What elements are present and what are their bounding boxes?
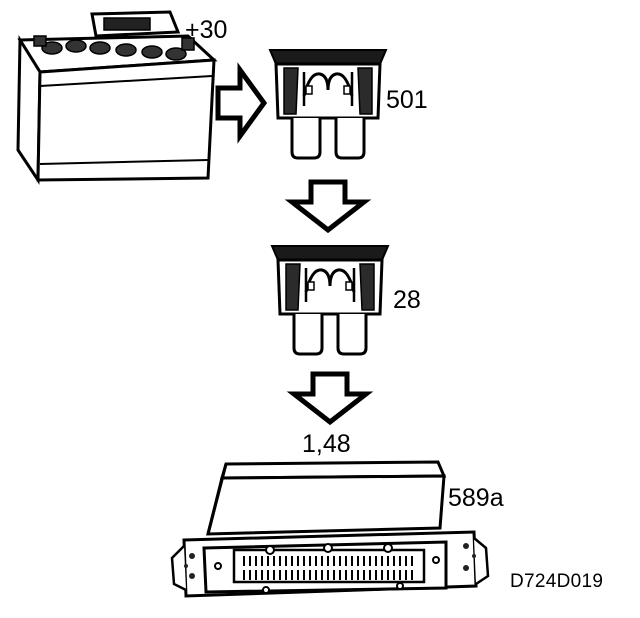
battery-icon: [16, 10, 218, 185]
fuse-501-label: 501: [386, 86, 428, 114]
block-arrow-icon: [292, 182, 364, 230]
fuse-28-label: 28: [393, 286, 421, 314]
block-arrow-icon: [215, 62, 268, 144]
fuse-28-icon: [270, 244, 390, 356]
block-arrow-icon: [294, 374, 366, 422]
fuse-501-icon: [268, 48, 388, 160]
battery-terminal-label: +30: [185, 16, 228, 44]
control-unit-icon: [170, 460, 490, 598]
figure-code-label: D724D019: [510, 571, 604, 592]
control-unit-label: 589a: [448, 484, 504, 512]
control-unit-pins-label: 1,48: [302, 430, 351, 458]
